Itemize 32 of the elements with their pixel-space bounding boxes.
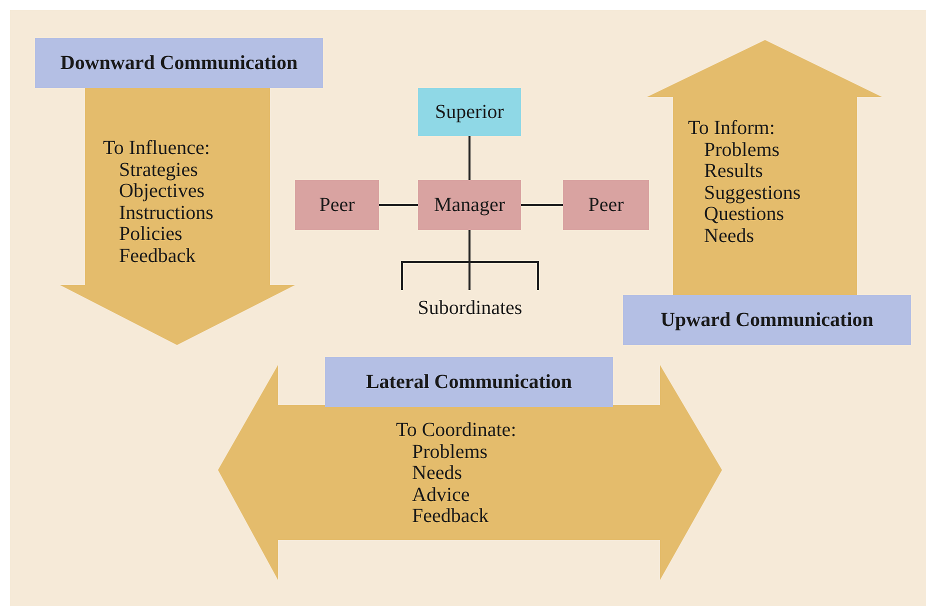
list-item: Results bbox=[704, 161, 763, 182]
role-box: Manager bbox=[418, 180, 521, 230]
connector-line bbox=[401, 229, 539, 291]
role-label: Subordinates bbox=[400, 292, 540, 324]
arrow-shaped-panel bbox=[218, 365, 722, 580]
category-title-box: Downward Communication bbox=[35, 38, 323, 88]
list-item: Suggestions bbox=[704, 182, 801, 204]
connector-line bbox=[379, 204, 418, 206]
purpose-heading: To Inform: bbox=[688, 118, 775, 139]
arrow-shaped-panel bbox=[60, 88, 295, 345]
list-item: Feedback bbox=[412, 506, 489, 527]
list-item: Needs bbox=[704, 226, 754, 246]
connector-line bbox=[521, 204, 563, 206]
list-item: Instructions bbox=[119, 202, 214, 224]
role-box: Peer bbox=[563, 180, 649, 230]
list-item: Strategies bbox=[119, 160, 198, 180]
list-item: Policies bbox=[119, 224, 182, 245]
purpose-heading: To Coordinate: bbox=[396, 420, 516, 441]
list-item: Needs bbox=[412, 463, 462, 484]
purpose-heading: To Influence: bbox=[103, 138, 210, 159]
list-item: Feedback bbox=[119, 246, 196, 266]
category-title-box: Upward Communication bbox=[623, 295, 911, 345]
list-item: Problems bbox=[412, 442, 488, 462]
role-box: Peer bbox=[295, 180, 379, 230]
list-item: Advice bbox=[412, 484, 470, 506]
category-title-box: Lateral Communication bbox=[325, 357, 613, 407]
list-item: Problems bbox=[704, 140, 780, 160]
role-box: Superior bbox=[418, 88, 521, 136]
list-item: Objectives bbox=[119, 181, 205, 202]
arrow-shaped-panel bbox=[647, 40, 882, 295]
connector-line bbox=[468, 136, 470, 180]
list-item: Questions bbox=[704, 204, 784, 225]
